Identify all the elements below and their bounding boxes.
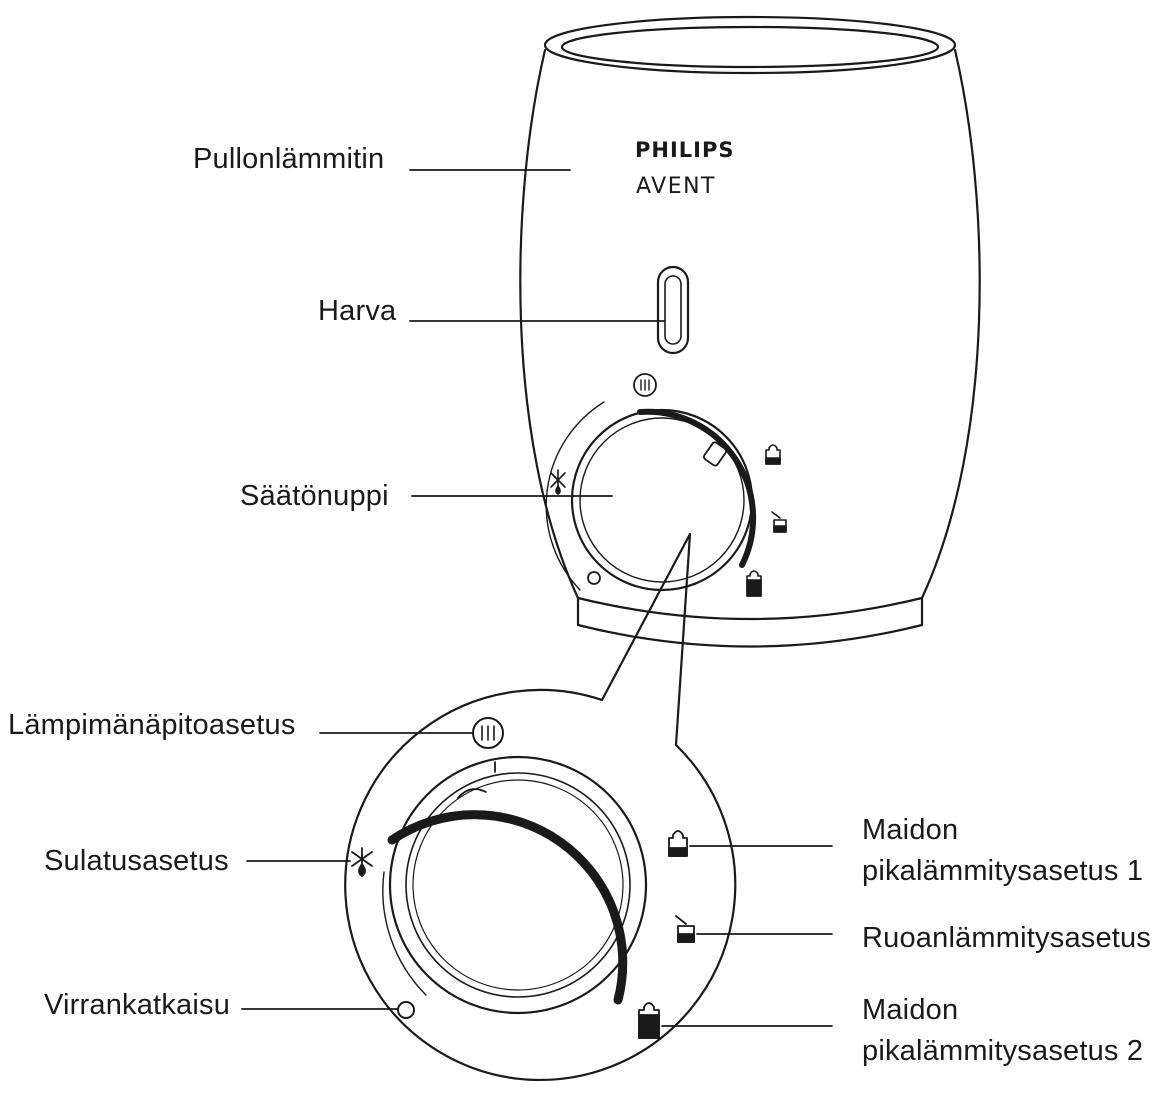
power-off-icon bbox=[587, 571, 601, 585]
brand-philips: PHILIPS bbox=[635, 138, 735, 162]
label-fast-milk-2-line2: pikalämmitysasetus 2 bbox=[862, 1035, 1144, 1067]
milk-bottle-icon-zoomed bbox=[668, 830, 688, 857]
keep-warm-icon-zoomed bbox=[472, 717, 504, 749]
milk-bottle-full-icon-zoomed bbox=[638, 1002, 660, 1039]
control-knob-zoomed bbox=[382, 755, 648, 1015]
label-bottle-warmer: Pullonlämmitin bbox=[193, 143, 385, 175]
label-defrost-setting: Sulatusasetus bbox=[44, 845, 229, 877]
label-ring: Harva bbox=[318, 295, 397, 327]
label-keep-warm-setting: Lämpimänäpitoasetus bbox=[8, 709, 296, 741]
indicator-ring bbox=[656, 265, 690, 355]
control-knob bbox=[545, 401, 757, 592]
keep-warm-icon bbox=[633, 373, 657, 397]
power-off-icon-zoomed bbox=[397, 1001, 415, 1019]
defrost-icon-zoomed bbox=[351, 847, 373, 877]
label-fast-milk-1-line2: pikalämmitysasetus 1 bbox=[862, 855, 1144, 887]
milk-bottle-icon bbox=[765, 444, 781, 465]
label-control-knob: Säätönuppi bbox=[240, 480, 389, 512]
label-power-off: Virrankatkaisu bbox=[44, 989, 231, 1021]
milk-bottle-full-icon bbox=[746, 570, 762, 597]
label-fast-milk-1-line1: Maidon bbox=[862, 814, 959, 846]
zoom-callout bbox=[344, 532, 737, 1082]
label-fast-milk-2-line1: Maidon bbox=[862, 994, 959, 1026]
food-jar-icon-zoomed bbox=[675, 915, 695, 943]
leader-lines bbox=[241, 169, 833, 1027]
food-jar-icon bbox=[771, 511, 787, 533]
defrost-icon bbox=[550, 469, 566, 495]
label-food-warming: Ruoanlämmitysasetus bbox=[862, 922, 1152, 954]
brand-avent: AVENT bbox=[636, 174, 716, 199]
